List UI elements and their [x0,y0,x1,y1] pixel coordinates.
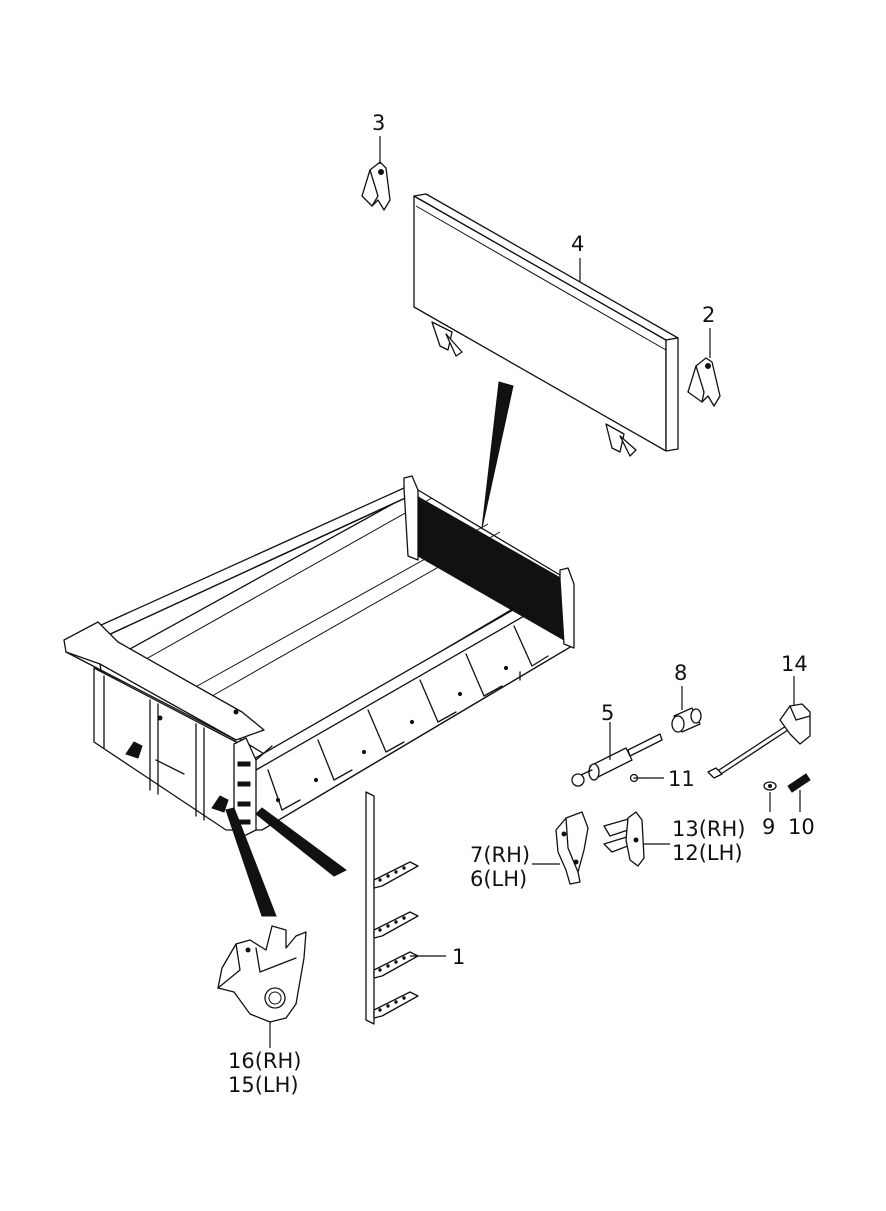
callout-12: 12(LH) [672,841,743,865]
side-wall-ribs [267,625,549,811]
callout-4: 4 [571,232,584,256]
spring [787,773,811,793]
tailgate-panel [413,193,679,457]
control-rod [707,703,811,779]
assembly-wedge-tailgate [481,381,514,529]
latch-plate [603,811,645,867]
lock-cylinder [571,733,663,787]
callout-8: 8 [674,661,687,685]
leader-lines [269,136,801,1048]
callout-2: 2 [702,303,715,327]
small-bolt [629,773,645,783]
callout-15: 15(LH) [228,1073,299,1097]
dump-body [63,475,575,837]
callout-16: 16(RH) [228,1049,302,1073]
ladder-rail [365,791,419,1025]
callout-14: 14 [781,652,808,676]
callout-10: 10 [788,815,815,839]
callout-11: 11 [668,767,695,791]
washer [763,781,777,791]
callout-3: 3 [372,111,385,135]
hinge-bracket-right [687,357,721,407]
hinge-bracket-left [361,161,391,211]
callout-6: 6(LH) [470,867,527,891]
callout-7: 7(RH) [470,843,530,867]
lower-hinge-bracket [217,925,307,1023]
callout-5: 5 [601,701,614,725]
callout-1: 1 [452,945,465,969]
callout-13: 13(RH) [672,817,746,841]
headboard [63,621,265,741]
bushing [671,707,702,733]
callout-labels: 3 4 2 8 14 5 11 9 10 13(RH) 12(LH) 7(RH)… [228,111,815,1097]
assembly-wedge-ladder [255,807,347,877]
assembly-wedge-step [225,807,277,917]
latch-lever [555,811,589,885]
callout-9: 9 [762,815,775,839]
